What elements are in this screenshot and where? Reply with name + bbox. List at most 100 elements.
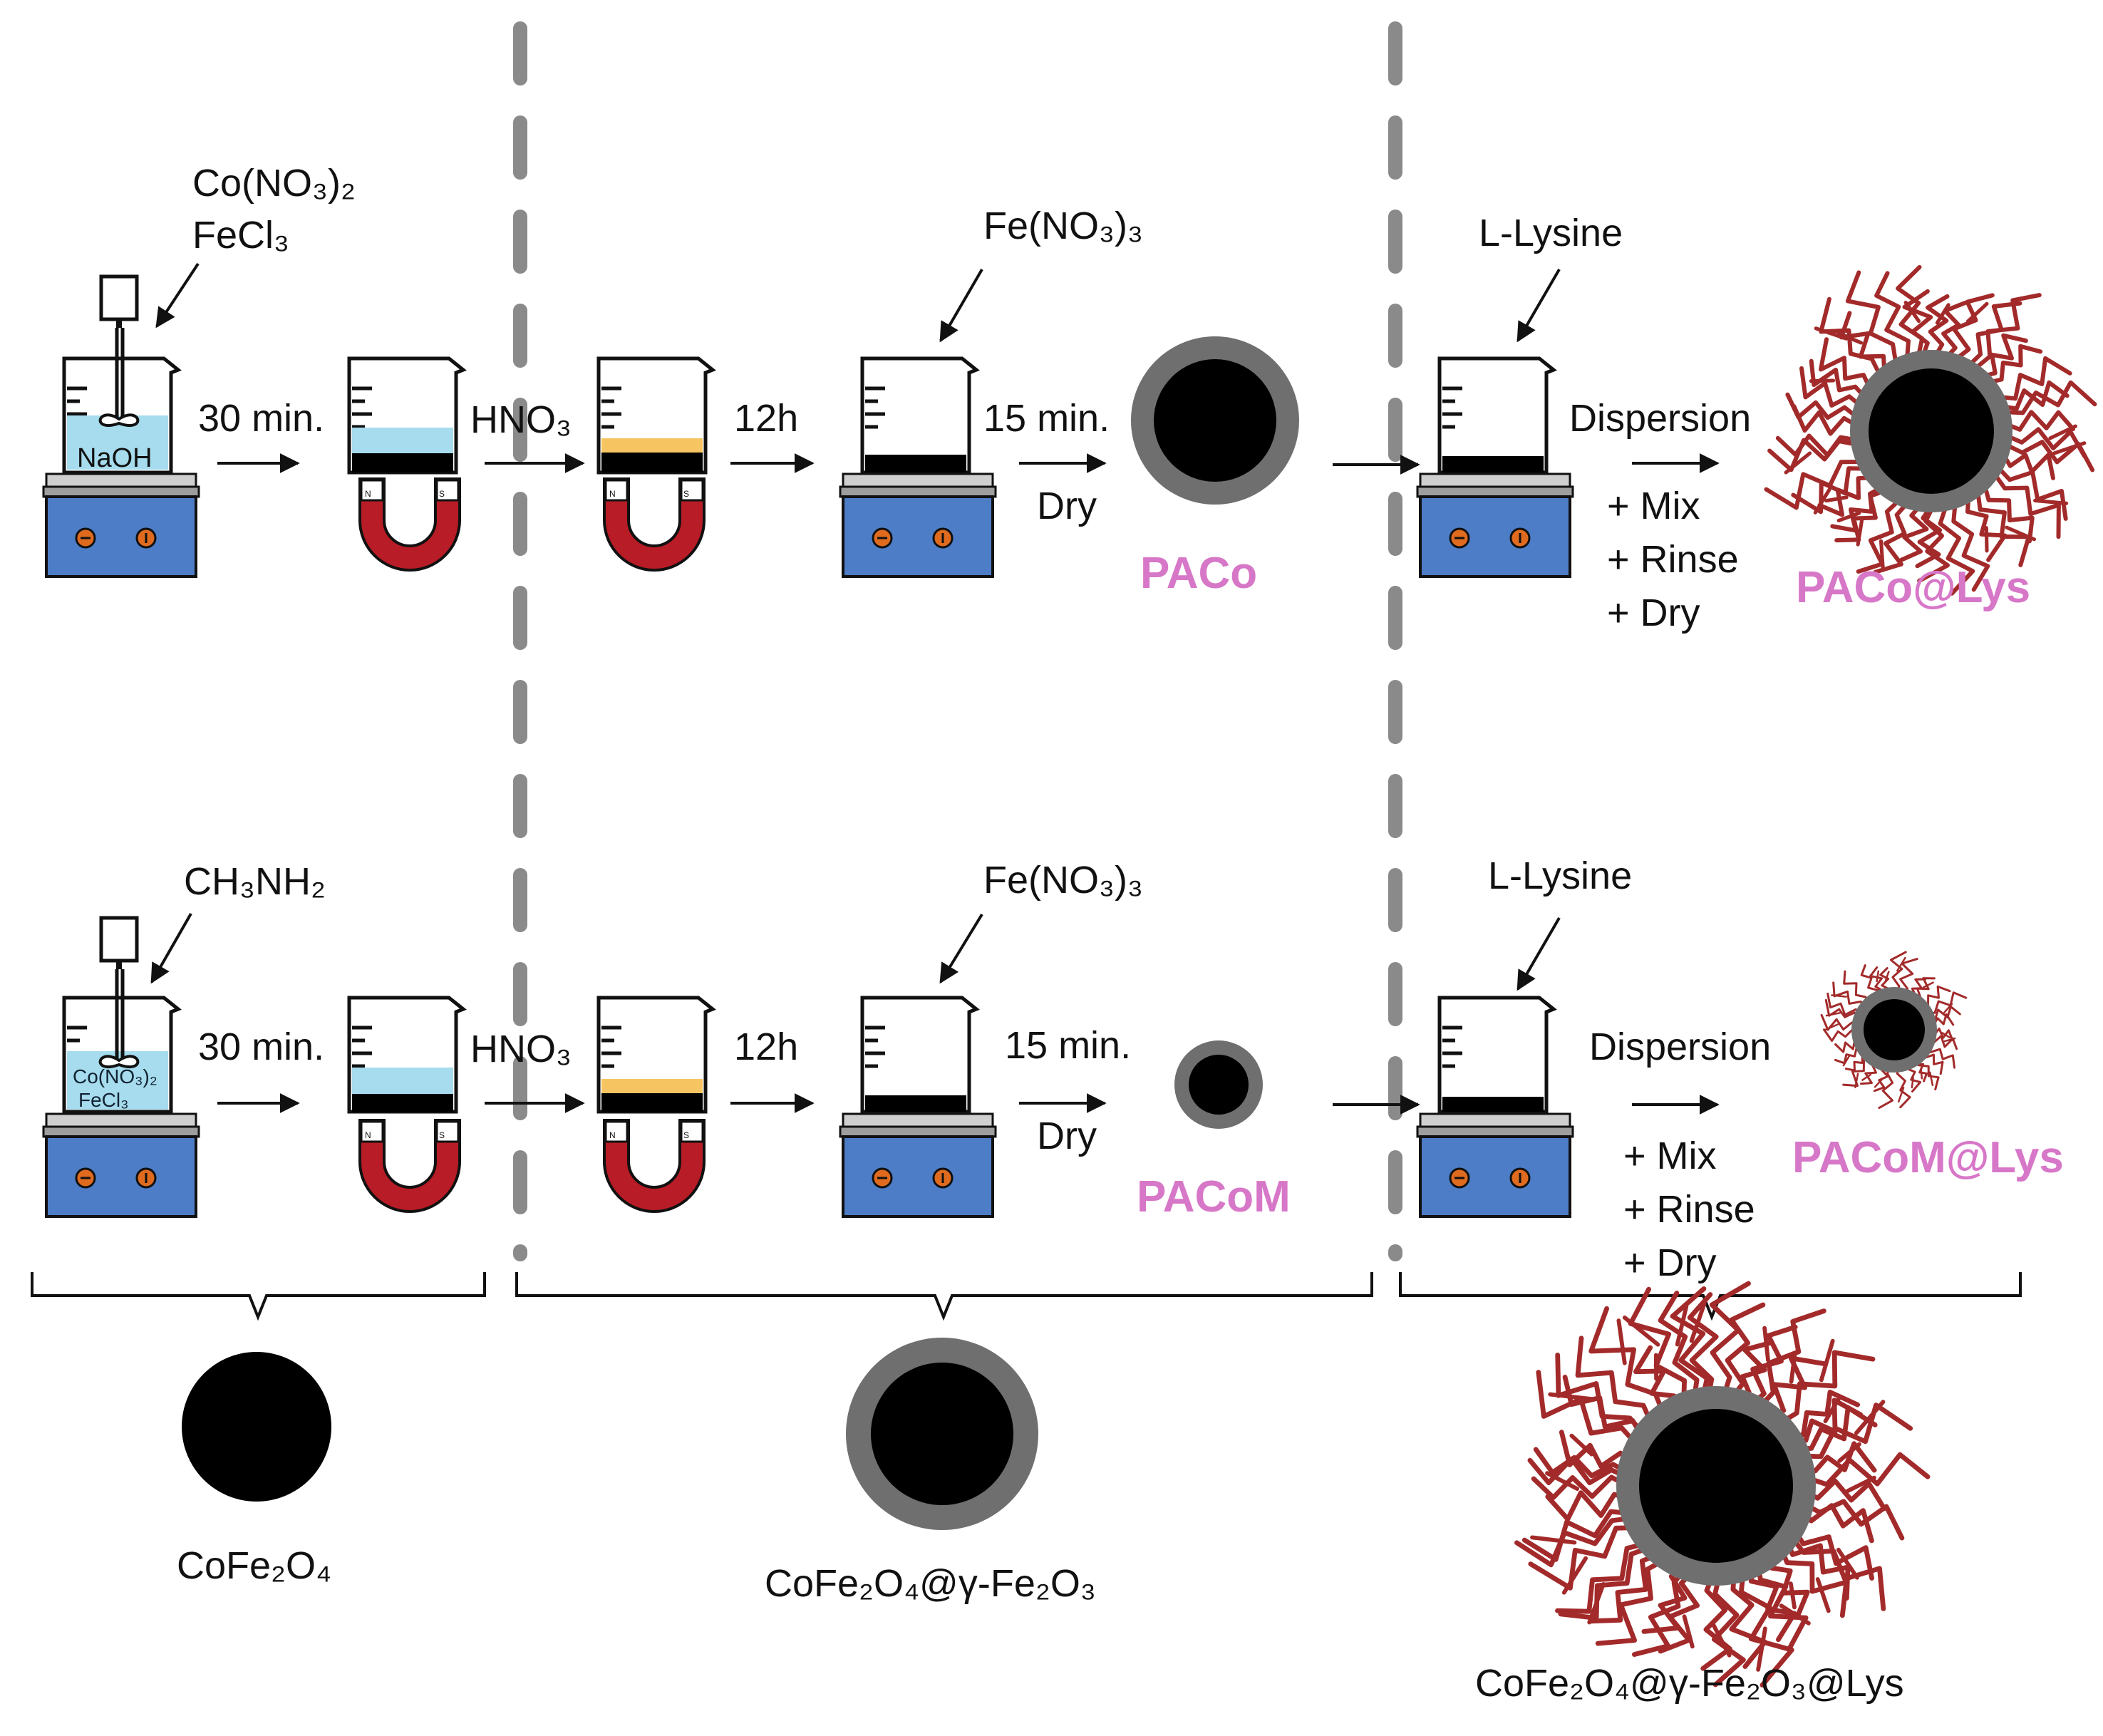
lysine-strand (1687, 1292, 1719, 1403)
lysine-branch (1876, 970, 1880, 983)
lysine-branch (1984, 526, 1989, 553)
lysine-strand (1980, 333, 2028, 378)
lysine-strand (1709, 1281, 1751, 1403)
lysine-strand (1533, 1447, 1634, 1479)
lysine-strand (2000, 451, 2055, 480)
lysine-branch (1823, 1396, 1841, 1424)
lysine-branch (1675, 1304, 1689, 1347)
hotplate-stirrer-icon (1416, 1112, 1574, 1218)
lysine-branch (1897, 1087, 1905, 1103)
lysine-branch (1837, 1442, 1861, 1463)
row2-product-label: PACoM (1137, 1172, 1291, 1221)
lysine-strand (1915, 504, 1943, 569)
row2-dry: Dry (1037, 1115, 1097, 1157)
lysine-branch (1861, 1073, 1872, 1081)
beaker-icon (1440, 998, 1554, 1112)
row1-reagent1: Co(NO₃)₂ (192, 162, 356, 205)
lysine-branch (1923, 981, 1934, 988)
lysine-strand (1975, 488, 2031, 567)
row1-step1-time: 30 min. (198, 397, 324, 440)
row1-fe-reagent: Fe(NO₃)₃ (983, 205, 1143, 247)
row1-dry: Dry (1037, 485, 1097, 527)
row2-step1-setup: CH₃NH₂ Co(NO₃)₂ FeCl₃ (42, 860, 326, 1218)
lysine-strand (1725, 1302, 1766, 1404)
row1-product-label: PACo (1140, 549, 1257, 598)
row1-final-label: PACo@Lys (1796, 563, 2030, 612)
row2-lysine-setup: L-Lysine (1416, 854, 1632, 1218)
row1-12h: 12h (734, 397, 798, 440)
lysine-strand (1782, 1534, 1851, 1601)
lysine-strand (1670, 1286, 1710, 1405)
lysine-branch (1762, 1326, 1770, 1363)
lysine-branch (1819, 1338, 1835, 1383)
lysine-strand (1834, 488, 1888, 543)
lysine-branch (1784, 451, 1812, 475)
lysine-branch (1879, 539, 1885, 572)
lysine-branch (1824, 1023, 1839, 1031)
core-shell-particle (846, 1338, 1038, 1530)
bottom-label-2: CoFe₂O₄@γ-Fe₂O₃ (765, 1562, 1096, 1605)
svg-text:S: S (683, 489, 689, 499)
row1-beaker2: N S (349, 358, 463, 572)
row2-fe-reagent: Fe(NO₃)₃ (983, 859, 1143, 901)
lysine-branch (1587, 1582, 1606, 1625)
row2-beaker-text1: Co(NO₃)₂ (73, 1065, 157, 1087)
lysine-strand (1938, 502, 1975, 596)
row2-beaker2: N S (349, 998, 463, 1213)
lysine-strand (1729, 1566, 1767, 1669)
row1-mix: + Mix (1607, 485, 1700, 527)
lysine-strand (1941, 301, 1968, 360)
lysine-branch (1929, 1071, 1934, 1086)
lysine-branch (1711, 1623, 1732, 1658)
lysine-strand (1797, 1499, 1905, 1541)
lysine-strand (2002, 380, 2097, 415)
lysine-strand (1658, 1566, 1700, 1654)
lysine-branch (1884, 971, 1890, 982)
svg-text:N: N (365, 489, 371, 499)
lysine-strand (1531, 1474, 1633, 1500)
lysine-strand (1575, 1335, 1656, 1430)
lysine-branch (1935, 303, 1950, 325)
hotplate-stirrer-icon (839, 1112, 997, 1218)
lysine-branch (1616, 1318, 1627, 1365)
lysine-branch (1815, 1577, 1831, 1613)
lysine-strand (2004, 410, 2075, 432)
lysine-strand (1527, 1456, 1633, 1486)
row2-step1-time: 30 min. (198, 1025, 324, 1068)
row1-step1-setup: Co(NO₃)₂ FeCl₃ NaOH (42, 162, 356, 578)
hotplate-stirrer-icon (1416, 472, 1574, 578)
lysine-strand (1658, 1291, 1700, 1406)
lysine-branch (1896, 956, 1906, 972)
lysine-branch (1874, 1078, 1883, 1088)
row2-pacom-particle (1174, 1040, 1263, 1129)
lysine-strand (1628, 1286, 1687, 1410)
lysine-branch (2005, 525, 2037, 542)
lysine-branch (1965, 301, 1989, 324)
row2-reagent1: CH₃NH₂ (184, 860, 326, 903)
row1-beaker-text: NaOH (77, 443, 153, 473)
lysine-branch (1569, 1433, 1594, 1457)
lysine-strand (1965, 494, 2008, 562)
row1-lysine: L-Lysine (1479, 212, 1623, 254)
lysine-strand (1819, 337, 1872, 391)
lysine-strand (1754, 1308, 1826, 1413)
row2-dispersion: Dispersion (1589, 1025, 1771, 1068)
lysine-strand (1528, 1524, 1644, 1591)
lysine-strand (1767, 438, 1860, 472)
brace-2 (515, 1272, 1373, 1321)
lysine-strand (1793, 1402, 1913, 1459)
row1-reagent-arrow (155, 262, 200, 329)
lysine-branch (1836, 511, 1861, 523)
lysine-strand (1830, 485, 1884, 533)
hotplate-stirrer-icon (42, 472, 200, 578)
lysine-strand (1972, 293, 2042, 372)
lysine-strand (1711, 1569, 1746, 1688)
lysine-branch (1836, 1547, 1859, 1580)
row2-12h: 12h (734, 1025, 798, 1068)
row1-lysine-setup: L-Lysine (1416, 212, 1623, 578)
lysine-branch (1682, 1614, 1695, 1649)
row1-hno3: HNO₃ (470, 398, 572, 441)
hotplate-stirrer-icon (839, 472, 997, 578)
row1-rinse: + Rinse (1607, 538, 1739, 581)
